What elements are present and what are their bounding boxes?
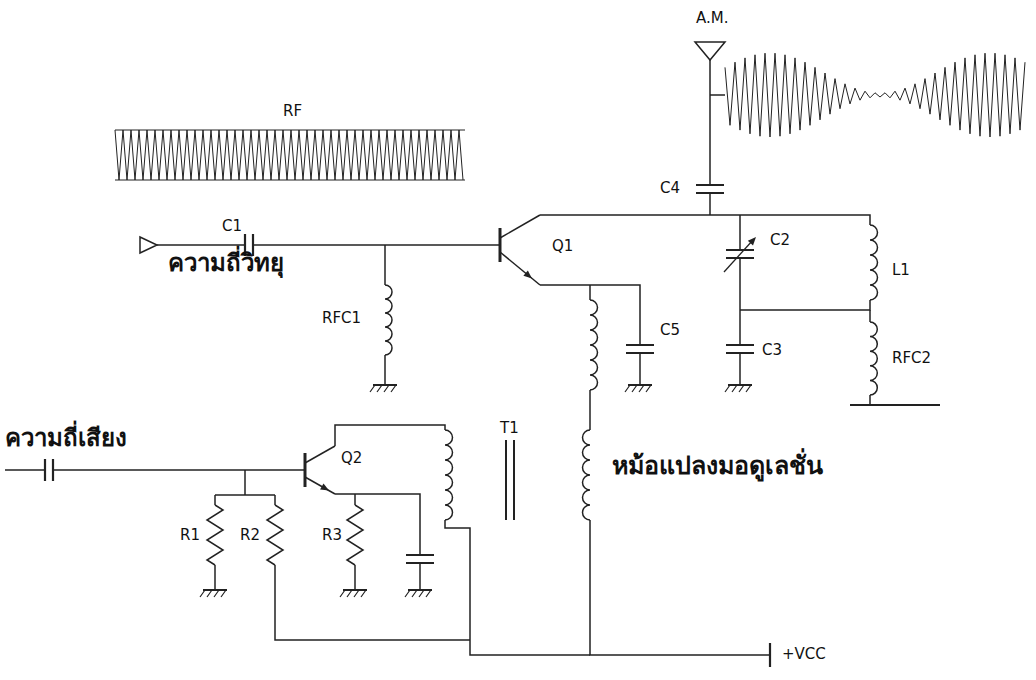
part-label: C1	[222, 218, 242, 235]
wire	[335, 494, 420, 555]
coil-symbol	[870, 322, 877, 395]
wire	[540, 215, 870, 225]
antenna-symbol	[695, 42, 725, 60]
wire	[275, 565, 470, 640]
transistor-q1	[499, 228, 502, 262]
am-waveform	[725, 53, 1025, 137]
wire	[639, 353, 641, 385]
vcc-terminal	[769, 643, 771, 667]
rf-waveform	[115, 130, 465, 180]
resistor-symbol	[207, 505, 223, 565]
wire	[710, 94, 725, 96]
ground-symbol	[405, 590, 431, 597]
part-label: RFC1	[322, 310, 361, 327]
ground-symbol	[340, 590, 366, 597]
wire	[869, 310, 871, 322]
part-label: R1	[180, 527, 200, 544]
wire	[384, 245, 386, 285]
wire	[589, 390, 591, 430]
part-label: C4	[660, 180, 680, 197]
part-label: Q2	[341, 450, 362, 467]
ground-symbol	[408, 589, 432, 591]
ground-symbol	[343, 589, 367, 591]
waveform-label: RF	[283, 103, 302, 120]
capacitor-symbol	[406, 555, 434, 563]
ground-symbol	[728, 384, 752, 386]
coil-symbol	[445, 430, 453, 520]
transistor-q1-arrow	[523, 270, 532, 278]
wire	[740, 300, 870, 310]
wire	[354, 565, 356, 590]
part-label: หม้อแปลงมอดูเลชั่น	[612, 452, 823, 480]
ground-symbol	[625, 385, 651, 392]
antenna-symbol	[140, 237, 157, 253]
wire	[274, 495, 276, 505]
coil-symbol	[583, 430, 590, 520]
ground-symbol	[370, 385, 396, 392]
wire	[384, 355, 386, 385]
wire	[53, 469, 305, 471]
wire	[590, 520, 770, 655]
coil-symbol	[385, 285, 392, 355]
wire	[5, 469, 45, 471]
ground-symbol	[725, 385, 751, 392]
transistor-q2-arrow	[320, 483, 329, 490]
part-label: T1	[500, 420, 519, 437]
wire	[253, 244, 500, 246]
part-label: Q1	[552, 238, 573, 255]
capacitor-symbol	[696, 185, 724, 193]
ground-symbol	[200, 590, 226, 597]
resistor-symbol	[347, 505, 363, 565]
transistor-q2	[305, 446, 335, 463]
transistor-q2	[305, 477, 335, 494]
wire	[244, 470, 246, 495]
part-label: R3	[322, 527, 342, 544]
wire	[589, 285, 591, 300]
wire	[739, 258, 741, 345]
wire	[739, 353, 741, 385]
waveform-label: A.M.	[696, 10, 728, 27]
ground-symbol	[628, 384, 652, 386]
part-label: L1	[892, 262, 910, 279]
wire	[354, 494, 356, 505]
wire	[709, 60, 711, 185]
part-label: C3	[762, 342, 782, 359]
supply-label: +VCC	[782, 646, 826, 663]
wire	[214, 495, 216, 505]
ground-line	[850, 404, 940, 406]
capacitor-symbol	[45, 459, 53, 481]
wire	[419, 563, 421, 590]
wire	[739, 215, 741, 250]
transistor-q2	[304, 453, 307, 487]
wire	[215, 494, 275, 496]
resistor-symbol	[267, 505, 283, 565]
wire	[157, 244, 245, 246]
variable-arrow	[724, 240, 753, 272]
transformer-core	[506, 440, 514, 520]
wire	[214, 565, 216, 590]
coil-symbol	[870, 225, 878, 300]
part-label: R2	[240, 527, 260, 544]
wire	[335, 425, 445, 446]
signal-label: ความถี่เสียง	[5, 425, 127, 451]
part-label: C5	[660, 322, 680, 339]
transistor-q1	[500, 215, 540, 238]
wire	[869, 395, 871, 405]
wire	[445, 520, 590, 655]
ground-symbol	[373, 384, 397, 386]
coil-symbol	[590, 300, 598, 390]
part-label: C2	[770, 232, 790, 249]
ground-symbol	[203, 589, 227, 591]
wire	[709, 193, 711, 215]
rf-waveform	[115, 130, 463, 180]
capacitor-symbol	[626, 345, 654, 353]
signal-label: ความถี่วิทยุ	[168, 250, 284, 276]
transistor-q1	[500, 252, 540, 285]
part-label: RFC2	[892, 350, 931, 367]
variable-arrow	[748, 237, 756, 245]
capacitor-symbol	[726, 345, 754, 353]
